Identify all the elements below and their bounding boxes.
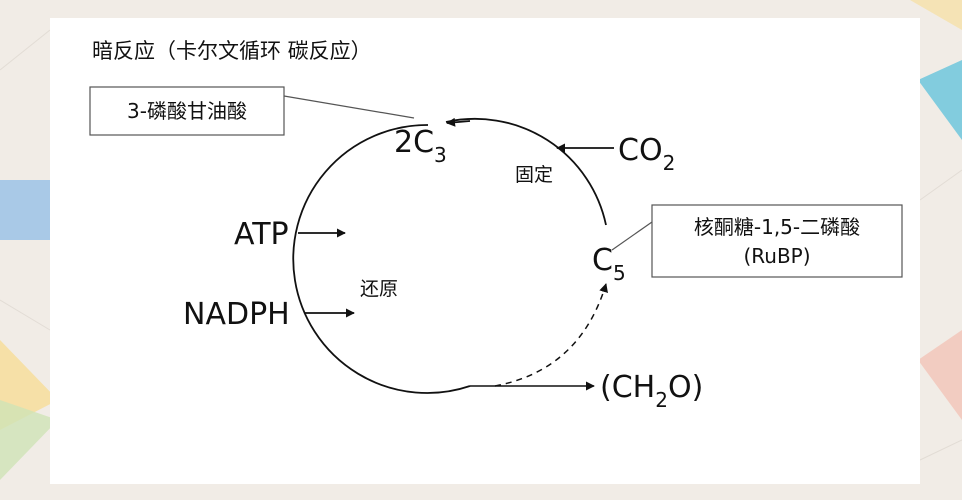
cycle-arc [292, 117, 607, 394]
rubp-label-line2: (RuBP) [743, 244, 810, 268]
cycle-arrowhead-to-c3 [446, 117, 471, 127]
atp-label: ATP [234, 217, 289, 252]
regeneration-dashed-arrow [494, 283, 608, 387]
rubp-connector-line [611, 221, 653, 251]
bg-yellow-corner [910, 0, 962, 30]
product-label: (CH2O) [600, 370, 703, 412]
rubp-label-line1: 核酮糖-1,5-二磷酸 [694, 215, 860, 239]
diagram-title: 暗反应（卡尔文循环 碳反应） [92, 39, 372, 63]
bg-green-triangle [0, 400, 58, 480]
c3-label: 2C3 [394, 125, 447, 167]
c5-label: C5 [592, 243, 626, 285]
bg-pink-triangle [918, 330, 962, 420]
nadph-label: NADPH [183, 297, 290, 332]
rubp-label-box [651, 204, 903, 278]
bg-faint-lines [0, 29, 962, 461]
bg-cyan-triangle [918, 60, 962, 140]
pga-label: 3-磷酸甘油酸 [127, 99, 247, 123]
co2-label: CO2 [618, 133, 675, 175]
fixation-label: 固定 [515, 164, 553, 186]
pga-connector-line [283, 95, 415, 119]
reduction-label: 还原 [360, 278, 398, 300]
bg-blue-stripe [0, 180, 60, 240]
pga-label-box [89, 86, 285, 136]
